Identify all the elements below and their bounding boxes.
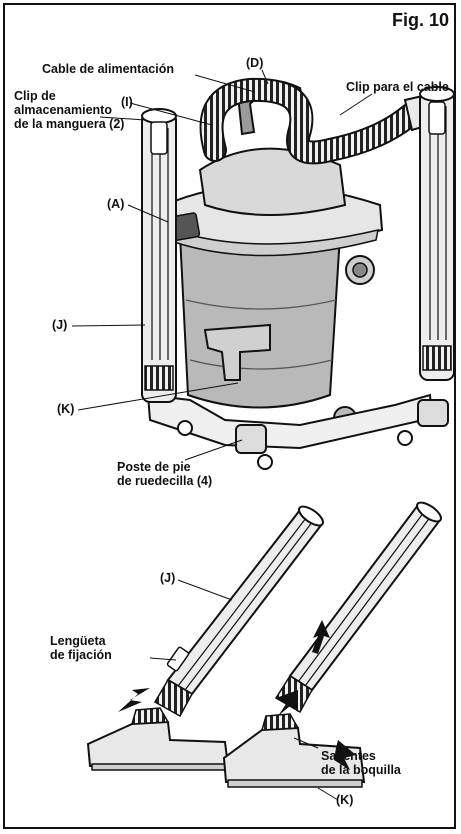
- wand-assembly-left: [86, 505, 324, 771]
- arrow-down-left-icon: [276, 690, 298, 716]
- extension-wand-right: [419, 86, 455, 381]
- label-j-bottom: (J): [160, 571, 176, 585]
- label-hose-clip-line3: de la manguera (2): [14, 117, 125, 131]
- extension-wand-left: [141, 108, 177, 403]
- leader-lines-bottom: [149, 579, 339, 801]
- wand-assembly-right: [222, 501, 442, 788]
- label-hose-clip-line2: almacenamiento: [14, 103, 112, 117]
- leader-lines-top: [71, 69, 373, 461]
- label-i: (I): [121, 95, 133, 109]
- direction-arrows: [118, 620, 356, 770]
- label-cord-clip: Clip para el cable: [346, 80, 449, 94]
- figure-title: Fig. 10: [391, 10, 449, 30]
- label-d: (D): [246, 56, 264, 70]
- arrow-left-icon: [118, 688, 150, 712]
- arrow-rotate-icon: [334, 740, 356, 770]
- label-tab-line2: de fijación: [50, 648, 112, 662]
- label-nozzle-line2: de la boquilla: [321, 763, 401, 777]
- label-caster-line2: de ruedecilla (4): [117, 474, 213, 488]
- label-k-top: (K): [57, 402, 75, 416]
- label-caster-line1: Poste de pie: [117, 460, 191, 474]
- label-j-top: (J): [52, 318, 68, 332]
- label-a: (A): [107, 197, 125, 211]
- arrow-up-icon: [312, 620, 330, 654]
- label-nozzle-line1: Salientes: [321, 749, 376, 763]
- label-hose-clip-line1: Clip de: [14, 89, 56, 103]
- vacuum-tank: [146, 79, 449, 470]
- label-power-cord: Cable de alimentación: [42, 62, 174, 76]
- label-tab-line1: Lengüeta: [50, 634, 106, 648]
- label-k-bottom: (K): [336, 793, 354, 807]
